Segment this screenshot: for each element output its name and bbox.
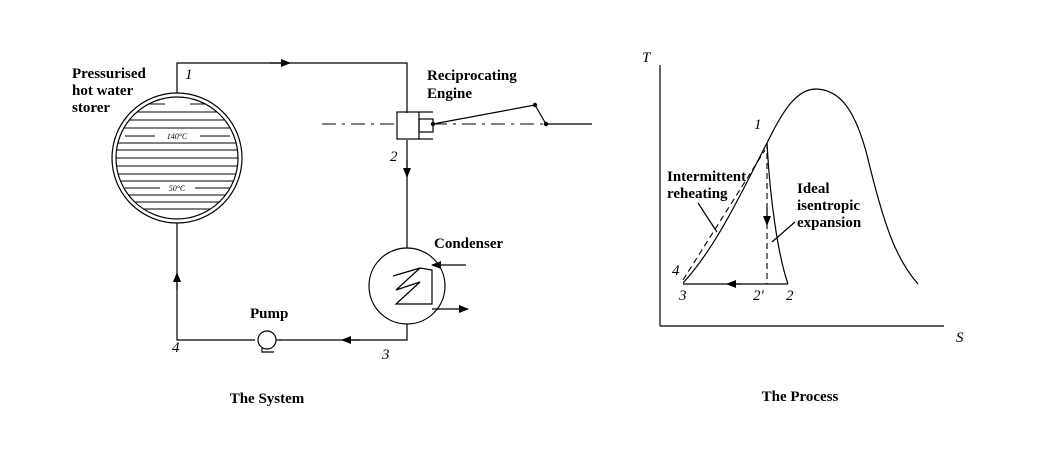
pipe-condenser-to-pump — [279, 324, 408, 341]
system-point-3: 3 — [381, 347, 390, 363]
temp-bottom-label: 50°C — [169, 184, 186, 193]
reheating-line — [682, 149, 766, 281]
process-point-4: 4 — [672, 263, 680, 279]
pipe-loop — [173, 59, 411, 344]
storer-label-line2: hot water — [72, 83, 134, 99]
process-diagram: T S Intermittent reheating Ideal isentro… — [642, 50, 964, 405]
reciprocating-engine — [322, 102, 592, 140]
engine-crank — [534, 104, 547, 125]
pipe-pump-to-storer — [176, 223, 255, 341]
reheating-leader — [697, 202, 718, 233]
hot-water-storer: 140°C 50°C — [111, 92, 243, 224]
engine-connecting-rod — [432, 104, 536, 125]
process-point-2-prime: 2' — [753, 288, 765, 304]
pump-base — [261, 348, 274, 353]
reheating-label-line2: reheating — [667, 186, 728, 202]
system-diagram: 140°C 50°C Pressurised hot water storer — [72, 59, 592, 407]
saturation-dome — [682, 88, 919, 285]
process-caption: The Process — [762, 389, 839, 405]
ideal-label-line3: expansion — [797, 215, 862, 231]
temp-top-bg — [157, 130, 197, 141]
process-point-2: 2 — [786, 288, 794, 304]
condenser-coil — [392, 267, 433, 305]
system-point-1: 1 — [185, 67, 193, 83]
engine-label-line2: Engine — [427, 86, 472, 102]
ideal-leader — [771, 221, 796, 243]
t-axis-label: T — [642, 50, 652, 66]
storer-label-line3: storer — [72, 100, 110, 116]
storer-label-line1: Pressurised — [72, 66, 147, 82]
condenser-label: Condenser — [434, 236, 504, 252]
pump-label: Pump — [250, 306, 288, 322]
engine-crank-pin — [532, 102, 538, 108]
condenser — [368, 247, 469, 325]
pump-body — [257, 330, 277, 350]
process-point-3: 3 — [678, 288, 687, 304]
reheating-label-line1: Intermittent — [667, 169, 746, 185]
engine-label-line1: Reciprocating — [427, 68, 517, 84]
system-point-4: 4 — [172, 340, 180, 356]
engine-cylinder — [396, 111, 420, 140]
temp-bottom-bg — [160, 182, 194, 193]
ideal-label-line2: isentropic — [797, 198, 860, 214]
system-point-2: 2 — [390, 149, 398, 165]
temp-top-label: 140°C — [167, 132, 188, 141]
actual-expansion-line — [766, 142, 789, 285]
engine-piston — [418, 118, 434, 133]
pipe-storer-to-engine — [176, 62, 408, 113]
condenser-shell — [368, 247, 446, 325]
ideal-label-line1: Ideal — [797, 181, 830, 197]
pump — [257, 330, 281, 353]
system-caption: The System — [230, 391, 305, 407]
s-axis-label: S — [956, 330, 964, 346]
process-point-1: 1 — [754, 117, 762, 133]
